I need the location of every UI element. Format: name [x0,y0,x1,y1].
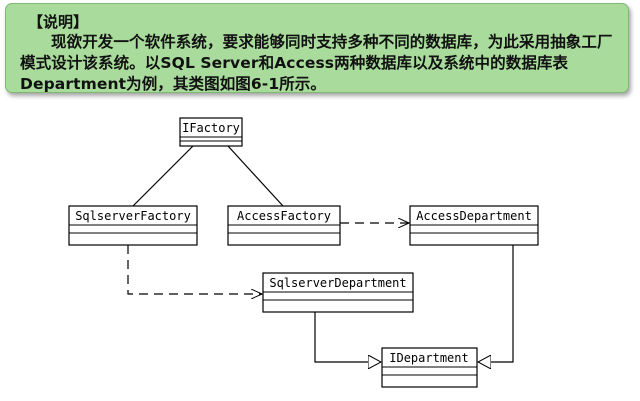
class-sqlserver-factory: SqlserverFactory [68,205,198,246]
class-name-sqlserver-department: SqlserverDepartment [269,276,406,290]
class-access-factory: AccessFactory [227,205,341,246]
description-text: 现欲开发一个软件系统，要求能够同时支持多种不同的数据库，为此采用抽象工厂模式设计… [20,33,613,93]
class-name-sqlserver-factory: SqlserverFactory [75,209,191,223]
class-ifactory: IFactory [179,117,243,147]
description-panel: 【说明】 现欲开发一个软件系统，要求能够同时支持多种不同的数据库，为此采用抽象工… [5,3,629,93]
class-name-idepartment: IDepartment [389,351,468,365]
class-sqlserver-department: SqlserverDepartment [262,272,414,313]
description-heading: 【说明】 [28,13,89,31]
class-idepartment: IDepartment [381,347,478,388]
class-name-access-department: AccessDepartment [416,209,532,223]
inheritance-sqlserver-department-idepartment [314,312,381,362]
inheritance-access-department-idepartment [478,245,514,362]
association-ifactory-sqlserver-factory [132,145,194,207]
class-name-access-factory: AccessFactory [237,209,331,223]
class-access-department: AccessDepartment [409,205,539,246]
dependency-sqlserver-factory-sqlserver-department [127,245,262,294]
association-ifactory-access-factory [227,145,284,207]
class-name-ifactory: IFactory [182,121,240,135]
